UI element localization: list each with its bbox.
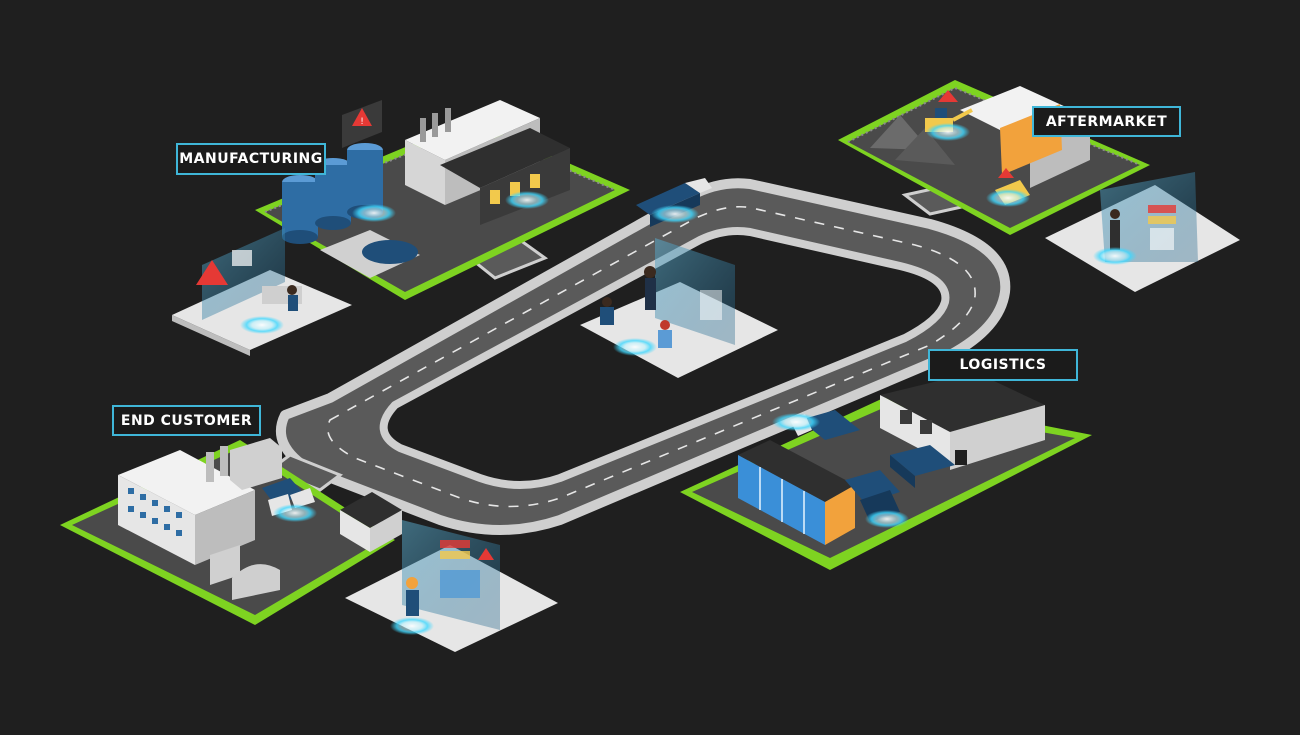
end-customer-platform [345,520,558,652]
aftermarket-platform [1045,172,1240,292]
factory-icon [118,438,282,565]
manufacturing-label: MANUFACTURING [176,143,326,175]
manufacturing-zone: ! [255,100,630,300]
aftermarket-zone [838,80,1150,235]
aftermarket-label: AFTERMARKET [1032,106,1181,137]
end-customer-zone [60,438,402,625]
office-building [738,440,855,545]
manufacturing-office [172,228,352,356]
end-customer-label: END CUSTOMER [112,405,261,436]
warning-icon: ! [342,100,382,148]
tanker-truck [320,230,420,278]
logistics-zone [680,372,1092,570]
worker-icon [406,577,419,616]
control-center [580,238,778,378]
svg-text:!: ! [360,117,364,127]
factory-icon [405,100,570,225]
logistics-label: LOGISTICS [928,349,1078,381]
truck-icon [636,178,712,227]
